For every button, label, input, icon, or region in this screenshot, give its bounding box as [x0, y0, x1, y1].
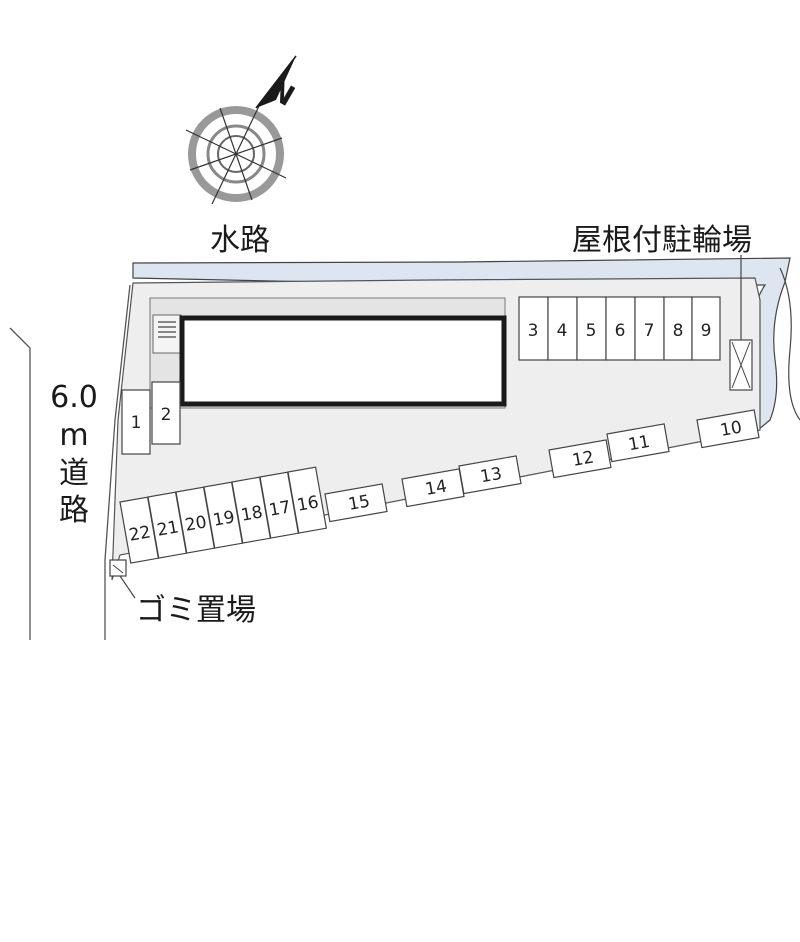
slot-number: 9 — [701, 321, 712, 341]
slot-number: 19 — [211, 507, 236, 530]
parking-slot — [606, 423, 670, 463]
road-unit-label: m — [59, 418, 88, 453]
slot-number: 16 — [295, 492, 320, 515]
stairs-box — [152, 314, 182, 354]
building — [179, 315, 507, 407]
parking-slot — [324, 483, 388, 523]
parking-row-south-right: 10 11 12 13 14 15 — [324, 409, 760, 523]
garbage-area — [109, 559, 127, 577]
garbage-area-mark — [112, 564, 124, 574]
slot-number: 22 — [127, 522, 152, 545]
parking-slot — [605, 296, 636, 361]
road-label-char1: 道 — [59, 456, 89, 491]
bike-parking-label: 屋根付駐輪場 — [572, 223, 752, 258]
garbage-leader — [119, 575, 136, 599]
bike-parking-cross — [731, 341, 751, 389]
waterway-edge — [779, 267, 800, 421]
slot-number: 6 — [615, 321, 626, 341]
parking-slot — [547, 296, 578, 361]
slot-number: 20 — [183, 512, 208, 535]
parking-slot — [518, 296, 549, 361]
parking-slot — [576, 296, 607, 361]
stairs-icon — [158, 321, 176, 338]
slot-number: 2 — [161, 405, 172, 425]
waterway-label: 水路 — [210, 223, 270, 258]
parking-slot — [119, 496, 160, 564]
slot-number: 17 — [267, 497, 292, 520]
slot-number: 3 — [528, 321, 539, 341]
road-label-char2: 路 — [59, 493, 89, 528]
slot-number: 7 — [644, 321, 655, 341]
parking-slot — [663, 296, 693, 361]
compass-north-label: N — [264, 73, 301, 113]
parking-slot — [121, 389, 151, 455]
road-edge-outer — [9, 327, 31, 640]
parking-slot — [691, 296, 721, 361]
slot-number: 5 — [586, 321, 597, 341]
slot-number: 1 — [131, 413, 142, 433]
parking-slot — [151, 381, 181, 445]
road-width-label: 6.0 — [50, 380, 98, 415]
slot-number: 14 — [424, 476, 449, 499]
parking-row-south-left: 16 17 18 19 20 21 22 — [119, 466, 328, 564]
parking-slot — [696, 409, 760, 449]
garbage-label: ゴミ置場 — [136, 593, 256, 628]
slot-number: 12 — [571, 447, 596, 470]
slot-number: 13 — [479, 464, 504, 487]
road-edge-inner — [104, 284, 131, 640]
parking-row-east: 3 4 5 6 7 8 9 — [518, 296, 721, 361]
slot-number: 4 — [557, 321, 568, 341]
parking-slot — [401, 468, 465, 508]
slot-number: 18 — [239, 502, 264, 525]
parking-slot — [548, 439, 612, 479]
compass-rose-icon — [185, 55, 297, 205]
slot-number: 21 — [155, 517, 180, 540]
slot-number: 10 — [719, 417, 744, 440]
slot-number: 15 — [347, 491, 372, 514]
slot-number: 11 — [627, 432, 652, 455]
slot-number: 8 — [673, 321, 684, 341]
